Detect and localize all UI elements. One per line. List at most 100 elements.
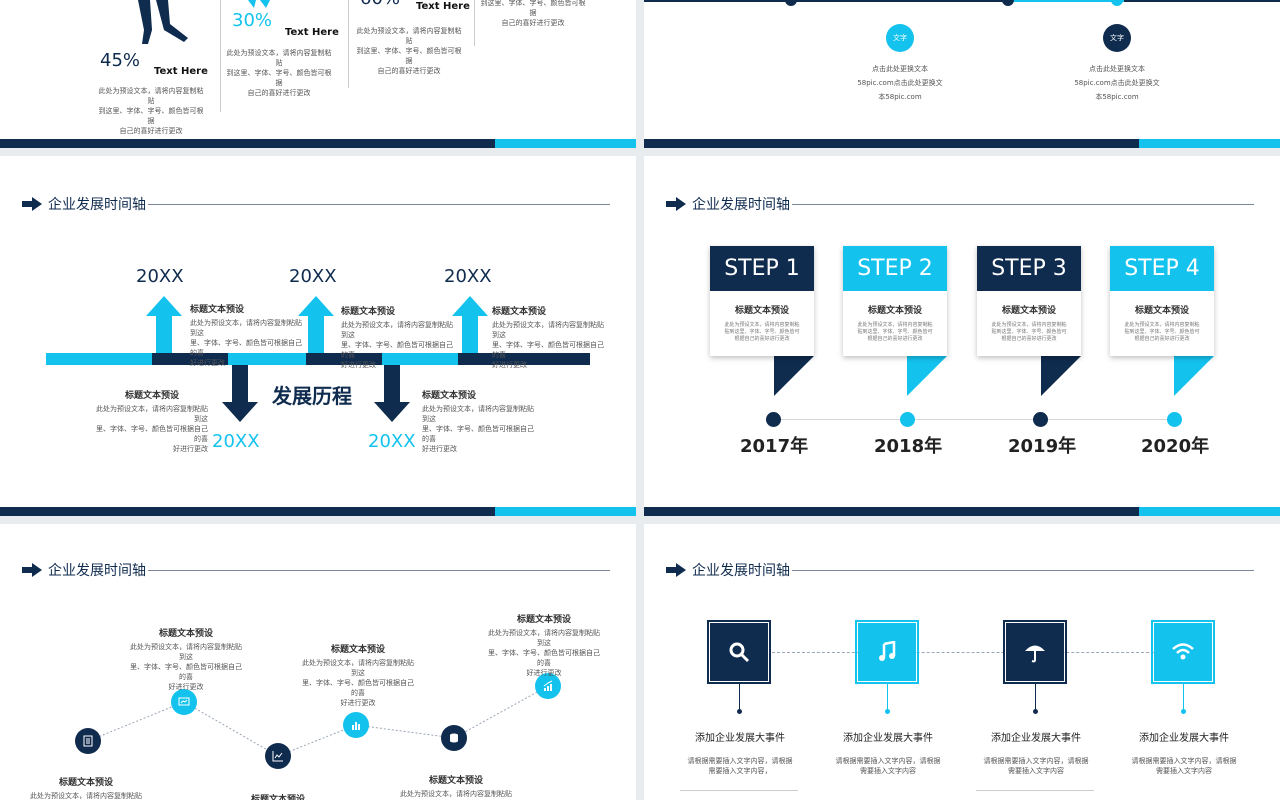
step-label: STEP 4 <box>1110 246 1214 291</box>
footer-bar-cyan <box>495 507 636 516</box>
event-text-3: 添加企业发展大事件 请根据需要插入文字内容，请根据需要插入文字内容 <box>983 733 1089 775</box>
slide-events: 企业发展时间轴 添加企业发展大事件 请根据需要插入文字内容，请根据需要插入文字内… <box>644 524 1280 800</box>
node-text-2: 点击此处更换文本 58pic.com点击此处更换文 本58pic.com <box>1074 65 1160 101</box>
footer-bar-cyan <box>1139 507 1280 516</box>
event-stem-dot-2 <box>885 709 890 714</box>
year-dot-2 <box>900 412 915 427</box>
node-badge-1: 文字 <box>886 24 914 52</box>
year-dot-1 <box>766 412 781 427</box>
arrow-right-icon <box>22 563 42 577</box>
umbrella-icon <box>1025 645 1045 663</box>
event-stem-1 <box>739 684 740 710</box>
step-label: STEP 2 <box>843 246 947 291</box>
center-title: 发展历程 <box>272 384 352 408</box>
people-silhouette-icon <box>138 0 188 44</box>
events-dashed-line <box>772 652 1184 653</box>
slide-zigzag-timeline: 企业发展时间轴 标题文本预设 此处为预设文本，请将内容复制粘贴到这里、字体、字号… <box>0 524 636 800</box>
node-growth-chart-icon <box>535 673 561 699</box>
text-here-2: Text Here <box>285 27 339 38</box>
timeline-bar-seg-5 <box>382 353 458 365</box>
zigzag-dotted-path <box>87 685 549 757</box>
step-card-4: STEP 4 标题文本预设 此处为预设文本，请将内容复制粘贴到这里、字体、字号、… <box>1110 246 1214 356</box>
section-rule <box>148 204 610 205</box>
event-box-4 <box>1154 623 1212 681</box>
arrow-up-icon <box>298 296 334 353</box>
step-card-3: STEP 3 标题文本预设 此处为预设文本，请将内容复制粘贴到这里、字体、字号、… <box>977 246 1081 356</box>
divider-2 <box>348 0 349 88</box>
timeline-dot-3 <box>1111 0 1123 6</box>
year-4: 2020年 <box>1141 436 1210 457</box>
footer-bar-navy <box>644 507 1139 516</box>
year-label-2: 20XX <box>212 431 260 452</box>
arrow-right-icon <box>666 197 686 211</box>
search-icon <box>729 642 750 663</box>
footer-bar-navy <box>0 139 495 148</box>
slide-steps: 企业发展时间轴 STEP 1 标题文本预设 此处为预设文本，请将内容复制粘贴到这… <box>644 156 1280 516</box>
arrow-down-icon <box>222 365 258 422</box>
zig-text-5: 标题文本预设 此处为预设文本，请将内容复制粘贴到这 <box>400 776 512 798</box>
timeline-bar-seg-2 <box>152 353 228 365</box>
event-text-2: 添加企业发展大事件 请根据需要插入文字内容，请根据需要插入文字内容 <box>835 733 941 775</box>
event-box-3 <box>1006 623 1064 681</box>
footer-bar-navy <box>0 507 495 516</box>
music-note-icon <box>879 641 896 661</box>
event-frame-4 <box>1151 620 1215 684</box>
node-badge-2: 文字 <box>1103 24 1131 52</box>
stat-body-3: 此处为预设文本，请将内容复制粘贴 到这里、字体、字号、颜色皆可根据 自己的喜好进… <box>356 27 462 75</box>
section-title: 企业发展时间轴 <box>48 563 146 579</box>
event-stem-dot-4 <box>1181 709 1186 714</box>
section-title: 企业发展时间轴 <box>692 563 790 579</box>
text-block-3: 标题文本预设 此处为预设文本，请将内容复制粘贴到这里、字体、字号、颜色皆可根据自… <box>341 307 453 369</box>
arrow-right-icon <box>666 563 686 577</box>
section-rule <box>148 570 610 571</box>
text-block-5: 标题文本预设 此处为预设文本，请将内容复制粘贴到这里、字体、字号、颜色皆可根据自… <box>492 307 604 369</box>
section-rule <box>792 570 1254 571</box>
node-database-icon <box>441 725 467 751</box>
step-tab-2 <box>907 356 947 396</box>
slide-development-arrows: 企业发展时间轴 20XX 20XX 20XX 20XX 20XX 发展历程 标题… <box>0 156 636 516</box>
arrow-down-icon <box>374 365 410 422</box>
zig-text-2: 标题文本预设 此处为预设文本，请将内容复制粘贴到这里、字体、字号、颜色皆可根据自… <box>302 645 414 707</box>
year-label-4: 20XX <box>368 431 416 452</box>
section-header: 企业发展时间轴 <box>22 560 146 580</box>
timeline-bar-seg-4 <box>306 353 382 365</box>
arrow-up-icon <box>452 296 488 353</box>
year-1: 2017年 <box>740 436 809 457</box>
text-block-2: 标题文本预设 此处为预设文本，请将内容复制粘贴到这里、字体、字号、颜色皆可根据自… <box>96 391 208 453</box>
footer-bar-cyan <box>1139 139 1280 148</box>
zig-text-3: 标题文本预设 此处为预设文本，请将内容复制粘贴到这里、字体、字号、颜色皆可根据自… <box>488 615 600 677</box>
slide-timeline-nodes: 文字 点击此处更换文本 58pic.com点击此处更换文 本58pic.com … <box>644 0 1280 148</box>
step-tab-4 <box>1174 356 1214 396</box>
event-stem-dot-1 <box>737 709 742 714</box>
section-header: 企业发展时间轴 <box>666 560 790 580</box>
event-box-2 <box>858 623 916 681</box>
event-stem-dot-3 <box>1033 709 1038 714</box>
node-bar-chart-icon <box>343 712 369 738</box>
divider-3 <box>474 0 475 46</box>
event-frame-1 <box>707 620 771 684</box>
zig-text-1: 标题文本预设 此处为预设文本，请将内容复制粘贴到这里、字体、字号、颜色皆可根据自… <box>130 629 242 691</box>
node-text-1: 点击此处更换文本 58pic.com点击此处更换文 本58pic.com <box>857 65 943 101</box>
stat-body-4: 到这里、字体、字号、颜色皆可根据 自己的喜好进行更改 <box>480 0 586 27</box>
wifi-icon <box>1172 643 1194 660</box>
footer-bar-navy <box>644 139 1139 148</box>
timeline-bar-seg-3 <box>228 353 306 365</box>
step-label: STEP 1 <box>710 246 814 291</box>
node-document-icon <box>75 728 101 754</box>
stat-body-1: 此处为预设文本，请将内容复制粘贴 到这里、字体、字号、颜色皆可根据 自己的喜好进… <box>98 87 204 135</box>
node-line-chart-icon <box>265 743 291 769</box>
timeline-bar-seg-1 <box>46 353 152 365</box>
step-tab-1 <box>774 356 814 396</box>
slide-percent-stats: 45% Text Here 此处为预设文本，请将内容复制粘贴 到这里、字体、字号… <box>0 0 636 148</box>
section-title: 企业发展时间轴 <box>48 197 146 213</box>
event-divider-1 <box>680 790 798 791</box>
year-label-1: 20XX <box>136 266 184 287</box>
year-2: 2018年 <box>874 436 943 457</box>
percent-45: 45% <box>100 50 141 71</box>
text-here-3: Text Here <box>416 1 470 12</box>
year-3: 2019年 <box>1008 436 1077 457</box>
percent-60: 60% <box>360 0 400 9</box>
section-rule <box>792 204 1254 205</box>
node-chart-board-icon <box>171 689 197 715</box>
event-stem-4 <box>1183 684 1184 710</box>
